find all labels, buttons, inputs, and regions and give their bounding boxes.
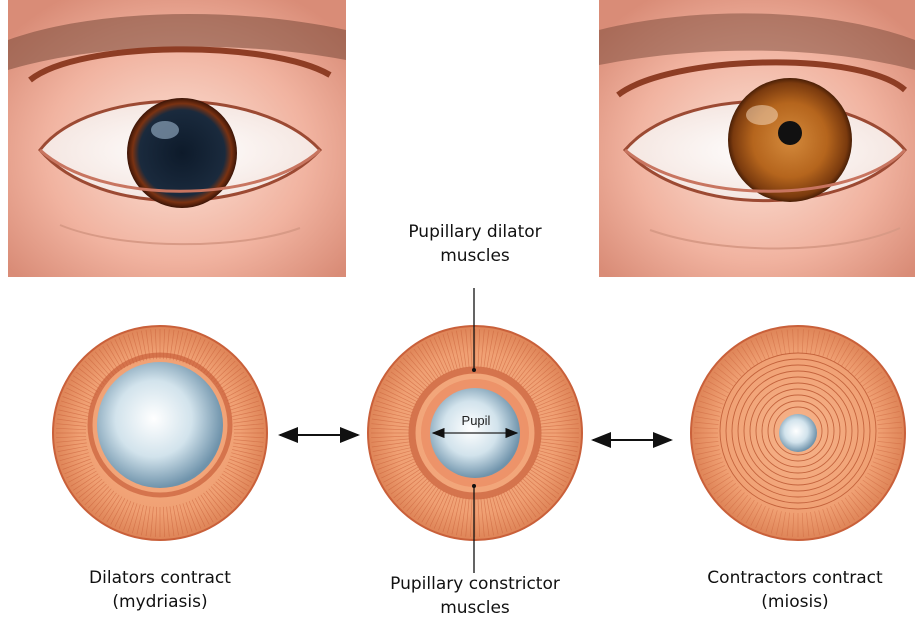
- constrictor-muscles-label-line2: muscles: [355, 596, 595, 620]
- pupil-label: Pupil: [438, 413, 514, 428]
- mydriasis-caption-line1: Dilators contract: [50, 566, 270, 590]
- miosis-caption-line1: Contractors contract: [675, 566, 915, 590]
- dilated-eye-photo: [8, 0, 346, 277]
- miosis-caption: Contractors contract (miosis): [675, 566, 915, 614]
- constrictor-muscles-label: Pupillary constrictor muscles: [355, 572, 595, 620]
- dilator-muscles-label-line1: Pupillary dilator: [365, 220, 585, 244]
- dilator-muscles-label: Pupillary dilator muscles: [365, 220, 585, 268]
- miosis-caption-line2: (miosis): [675, 590, 915, 614]
- dilator-muscles-label-line2: muscles: [365, 244, 585, 268]
- constricted-iris-diagram: [691, 326, 905, 540]
- mydriasis-caption: Dilators contract (mydriasis): [50, 566, 270, 614]
- mydriasis-caption-line2: (mydriasis): [50, 590, 270, 614]
- dilated-iris-diagram: [53, 326, 267, 540]
- constrictor-muscles-label-line1: Pupillary constrictor: [355, 572, 595, 596]
- normal-iris-diagram: [368, 326, 582, 540]
- constricted-eye-photo: [599, 0, 915, 277]
